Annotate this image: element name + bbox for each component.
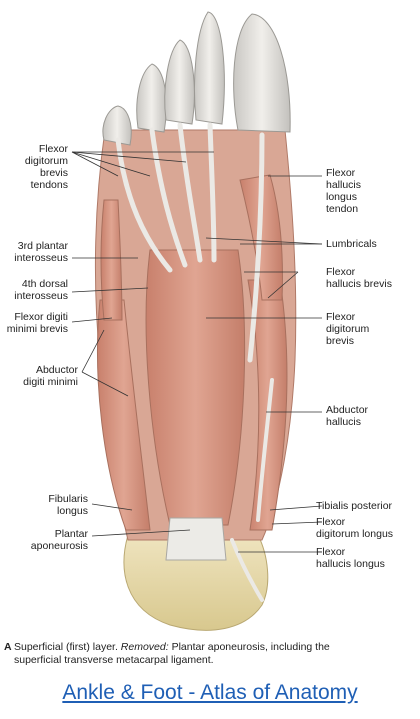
label-abductor-digiti-minimi: Abductor digiti minimi <box>23 364 78 388</box>
label-4th-dorsal-interosseus: 4th dorsal interosseus <box>14 278 68 302</box>
label-3rd-plantar-interosseus: 3rd plantar interosseus <box>14 240 68 264</box>
calcaneus-bone <box>123 534 269 631</box>
label-fibularis-longus: Fibularis longus <box>48 493 88 517</box>
label-plantar-aponeurosis: Plantar aponeurosis <box>30 528 88 552</box>
flexor-digitorum-brevis-muscle <box>145 249 246 526</box>
label-flexor-digitorum-longus: Flexor digitorum longus <box>316 516 394 540</box>
toes <box>102 11 291 146</box>
leader-lines <box>71 151 323 553</box>
atlas-link[interactable]: Ankle & Foot - Atlas of Anatomy <box>62 681 358 704</box>
label-flexor-hallucis-longus-tendon: Flexor hallucis longus tendon <box>326 167 362 215</box>
abductor-digiti-minimi-muscle <box>97 299 151 531</box>
label-flexor-hallucis-brevis: Flexor hallucis brevis <box>326 266 392 290</box>
label-flexor-digitorum-brevis-tendons: Flexor digitorum brevis tendons <box>24 143 68 191</box>
label-lumbricals: Lumbricals <box>326 238 377 250</box>
label-abductor-hallucis: Abductor hallucis <box>326 404 369 428</box>
caption-line-1: Superficial (first) layer. Removed: Plan… <box>14 641 330 653</box>
caption-letter: A <box>4 641 12 653</box>
caption-line-2: superficial transverse metacarpal ligame… <box>14 654 214 666</box>
tendons <box>115 122 274 602</box>
label-flexor-digiti-minimi-brevis: Flexor digiti minimi brevis <box>6 311 68 335</box>
plantar-aponeurosis-remnant <box>165 517 227 561</box>
label-flexor-hallucis-longus: Flexor hallucis longus <box>316 546 385 570</box>
label-tibialis-posterior: Tibialis posterior <box>316 500 393 512</box>
flexor-digiti-minimi-brevis-muscle <box>100 199 123 321</box>
label-flexor-digitorum-brevis: Flexor digitorum brevis <box>326 311 370 347</box>
muscles <box>97 174 288 531</box>
